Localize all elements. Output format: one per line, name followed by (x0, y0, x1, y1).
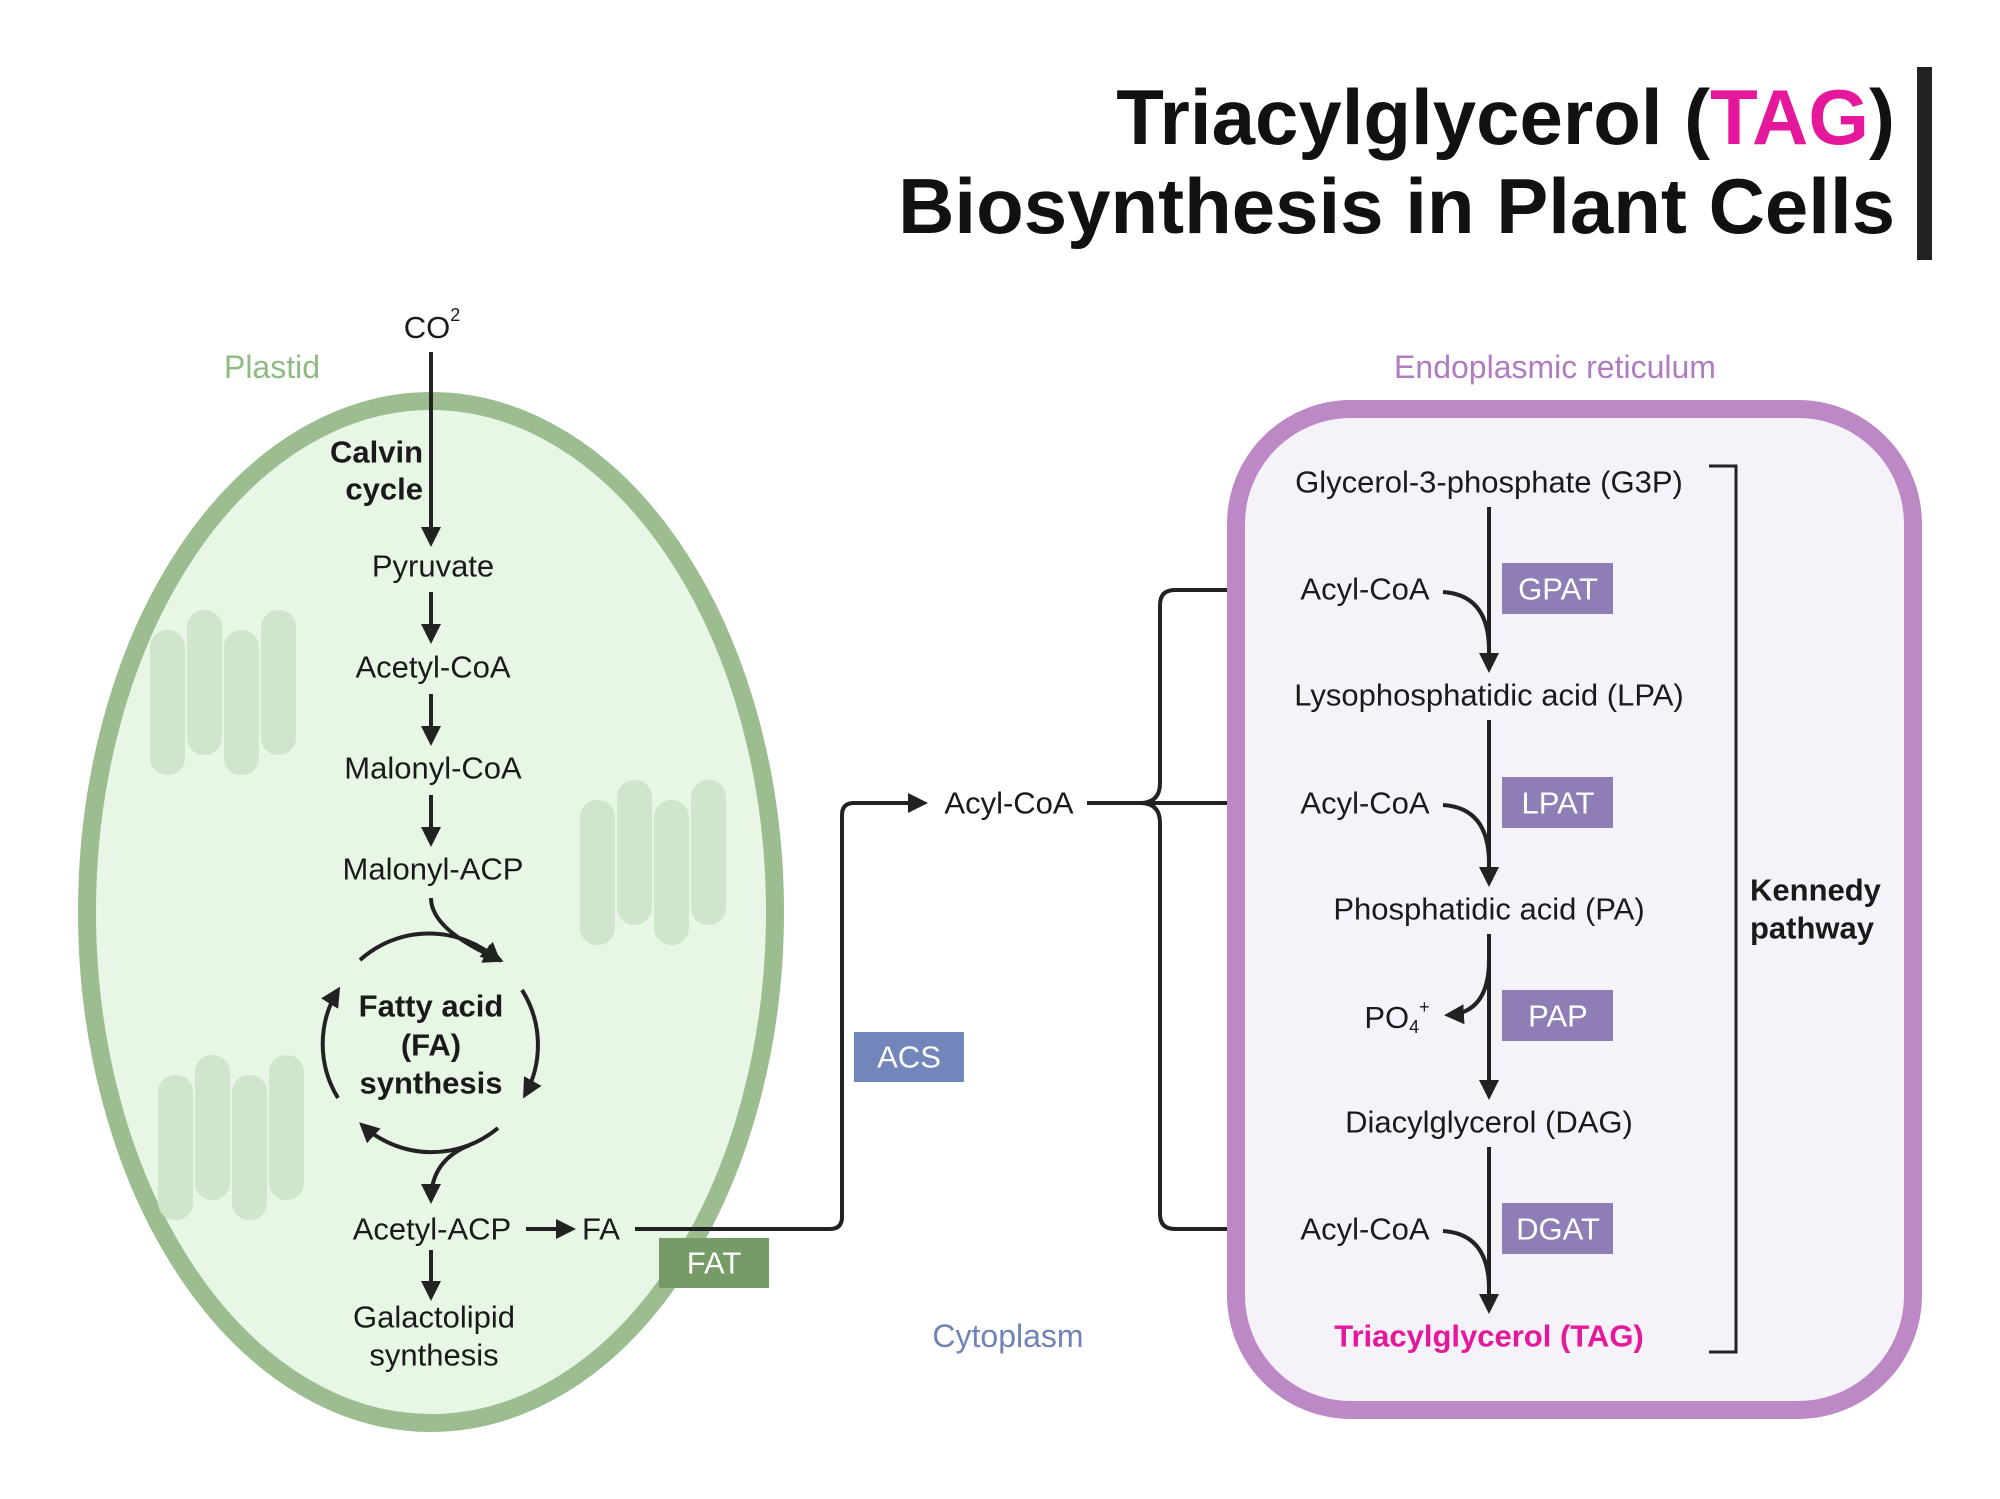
fat-enzyme: FAT (687, 1246, 742, 1281)
pyruvate: Pyruvate (372, 549, 494, 584)
acyl-coa-3: Acyl-CoA (1300, 1212, 1430, 1247)
dag: Diacylglycerol (DAG) (1345, 1105, 1633, 1140)
cytoplasm-acyl-coa: Acyl-CoA (944, 786, 1074, 821)
dgat-box (1502, 1203, 1613, 1254)
acyl-coa-1: Acyl-CoA (1300, 572, 1430, 607)
fa-cycle-label-1: Fatty acid (359, 989, 504, 1024)
fa-label: FA (582, 1212, 620, 1247)
title-line2: Biosynthesis in Plant Cells (898, 162, 1895, 250)
dgat-enzyme: DGAT (1516, 1212, 1600, 1247)
kennedy-bracket (1709, 464, 1738, 1354)
acetyl-acp: Acetyl-ACP (353, 1212, 511, 1247)
acs-enzyme: ACS (877, 1040, 941, 1075)
acyl-coa-2: Acyl-CoA (1300, 786, 1430, 821)
galactolipid-2: synthesis (369, 1338, 498, 1373)
gpat-box (1502, 563, 1613, 614)
kennedy-label-2: pathway (1750, 911, 1875, 946)
g3p: Glycerol-3-phosphate (G3P) (1295, 465, 1683, 500)
malonyl-coa: Malonyl-CoA (344, 751, 522, 786)
er-label: Endoplasmic reticulum (1394, 349, 1716, 385)
fa-export-arrow (635, 793, 928, 1231)
fa-cycle-label-3: synthesis (359, 1066, 502, 1101)
cytoplasm-label: Cytoplasm (932, 1318, 1083, 1354)
kennedy-arrows (1442, 507, 1499, 1314)
fat-enzyme-box (659, 1238, 769, 1288)
galactolipid-1: Galactolipid (353, 1300, 515, 1335)
acetyl-coa: Acetyl-CoA (355, 650, 510, 685)
kennedy-label-1: Kennedy (1750, 873, 1882, 908)
po4-label: PO4+ (1364, 997, 1429, 1037)
tag: Triacylglycerol (TAG) (1334, 1319, 1644, 1354)
gpat-enzyme: GPAT (1518, 572, 1598, 607)
lpat-enzyme: LPAT (1522, 786, 1595, 821)
fa-synthesis-cycle (320, 897, 542, 1204)
plastid-label: Plastid (224, 349, 320, 385)
acs-enzyme-box (854, 1032, 964, 1082)
calvin-label-2: cycle (345, 472, 423, 507)
er-membrane (1227, 400, 1922, 1419)
lpat-box (1502, 777, 1613, 828)
pap-box (1502, 990, 1613, 1041)
lpa: Lysophosphatidic acid (LPA) (1294, 678, 1683, 713)
co2-label: CO2 (404, 305, 461, 345)
title-line1: Triacylglycerol (TAG) (1116, 73, 1895, 161)
title-bar (1917, 67, 1932, 260)
pa: Phosphatidic acid (PA) (1333, 892, 1644, 927)
malonyl-acp: Malonyl-ACP (343, 852, 524, 887)
pap-enzyme: PAP (1528, 999, 1588, 1034)
thylakoid-stacks (150, 610, 726, 1220)
calvin-label-1: Calvin (330, 435, 423, 470)
fa-cycle-label-2: (FA) (401, 1028, 461, 1063)
